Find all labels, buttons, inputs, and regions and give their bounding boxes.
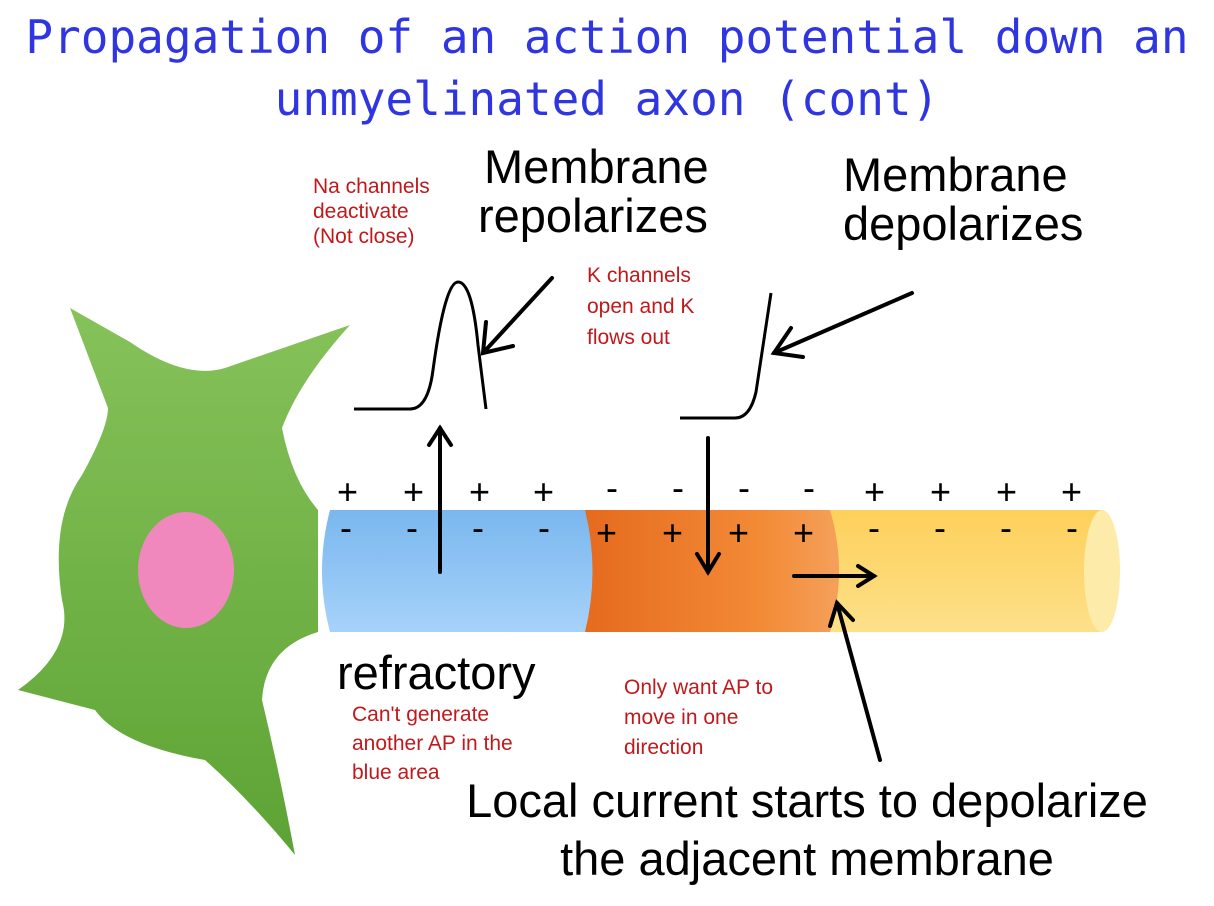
charge-inside: - — [472, 507, 484, 548]
only-want-note: Only want AP to move in one direction — [624, 673, 773, 763]
title-line-1: Propagation of an action potential down … — [25, 10, 1189, 64]
charge-inside: + — [793, 512, 815, 553]
charge-inside: - — [340, 507, 352, 548]
arrow-depolarizes — [770, 291, 914, 359]
charge-outside: + — [533, 471, 555, 512]
charge-inside: + — [596, 512, 618, 553]
charge-inside: - — [1066, 507, 1078, 548]
local-current-line-2: the adjacent membrane — [560, 832, 1054, 885]
membrane-depolarizes-label: Membrane depolarizes — [843, 150, 1083, 249]
k-channels-line-3: flows out — [587, 326, 670, 349]
cant-generate-note: Can't generate another AP in the blue ar… — [352, 700, 513, 787]
charge-outside: - — [606, 467, 618, 508]
charge-inside: - — [538, 507, 550, 548]
na-channels-line-1: Na channels — [313, 175, 430, 198]
cant-generate-line-2: another AP in the — [352, 732, 513, 755]
charge-outside: + — [403, 471, 425, 512]
na-channels-note: Na channels deactivate (Not close) — [313, 174, 430, 249]
cant-generate-line-3: blue area — [352, 761, 440, 784]
charge-outside: + — [930, 471, 952, 512]
charge-inside: - — [406, 507, 418, 548]
arrow-local-current — [828, 599, 882, 762]
axon-blue-segment — [322, 510, 593, 632]
axon-yellow-segment — [815, 510, 1102, 632]
arrow-repolarizes — [480, 276, 554, 356]
charge-outside: + — [469, 471, 491, 512]
charge-outside: - — [803, 467, 815, 508]
membrane-repolarizes-label: Membrane repolarizes — [478, 142, 709, 241]
charge-inside: - — [868, 507, 880, 548]
charge-inside: - — [1000, 507, 1012, 548]
arrow-down-active — [695, 436, 721, 576]
charge-inside: - — [934, 507, 946, 548]
na-channels-line-2: deactivate — [313, 200, 409, 223]
charge-outside: + — [1061, 471, 1083, 512]
na-channels-line-3: (Not close) — [313, 225, 415, 248]
only-want-line-2: move in one — [624, 706, 739, 729]
charge-outside: + — [864, 471, 886, 512]
charge-outside: + — [337, 471, 359, 512]
k-channels-note: K channels open and K flows out — [587, 260, 694, 353]
arrow-right-current — [792, 564, 878, 588]
action-potential-curve — [354, 280, 488, 411]
local-current-line-1: Local current starts to depolarize — [466, 774, 1148, 827]
axon-end-cap — [1084, 510, 1120, 632]
membrane-repolarizes-line-1: Membrane — [484, 140, 709, 193]
cant-generate-line-1: Can't generate — [352, 703, 490, 726]
only-want-line-3: direction — [624, 736, 704, 759]
arrow-up-refractory — [427, 424, 453, 574]
membrane-depolarizes-line-1: Membrane — [843, 148, 1068, 201]
charge-outside: - — [672, 467, 684, 508]
k-channels-line-2: open and K — [587, 295, 695, 318]
charge-outside: + — [996, 471, 1018, 512]
local-current-label: Local current starts to depolarize the a… — [400, 772, 1214, 888]
charge-inside: + — [728, 512, 750, 553]
membrane-repolarizes-line-2: repolarizes — [478, 189, 708, 243]
charge-outside: - — [738, 467, 750, 508]
only-want-line-1: Only want AP to — [624, 676, 774, 699]
charge-inside: + — [662, 512, 684, 553]
refractory-label: refractory — [337, 646, 536, 699]
depolarizing-curve — [680, 292, 773, 420]
k-channels-line-1: K channels — [587, 264, 691, 287]
nucleus — [138, 512, 234, 628]
title-line-2: unmyelinated axon (cont) — [274, 72, 940, 126]
membrane-depolarizes-line-2: depolarizes — [843, 197, 1084, 251]
